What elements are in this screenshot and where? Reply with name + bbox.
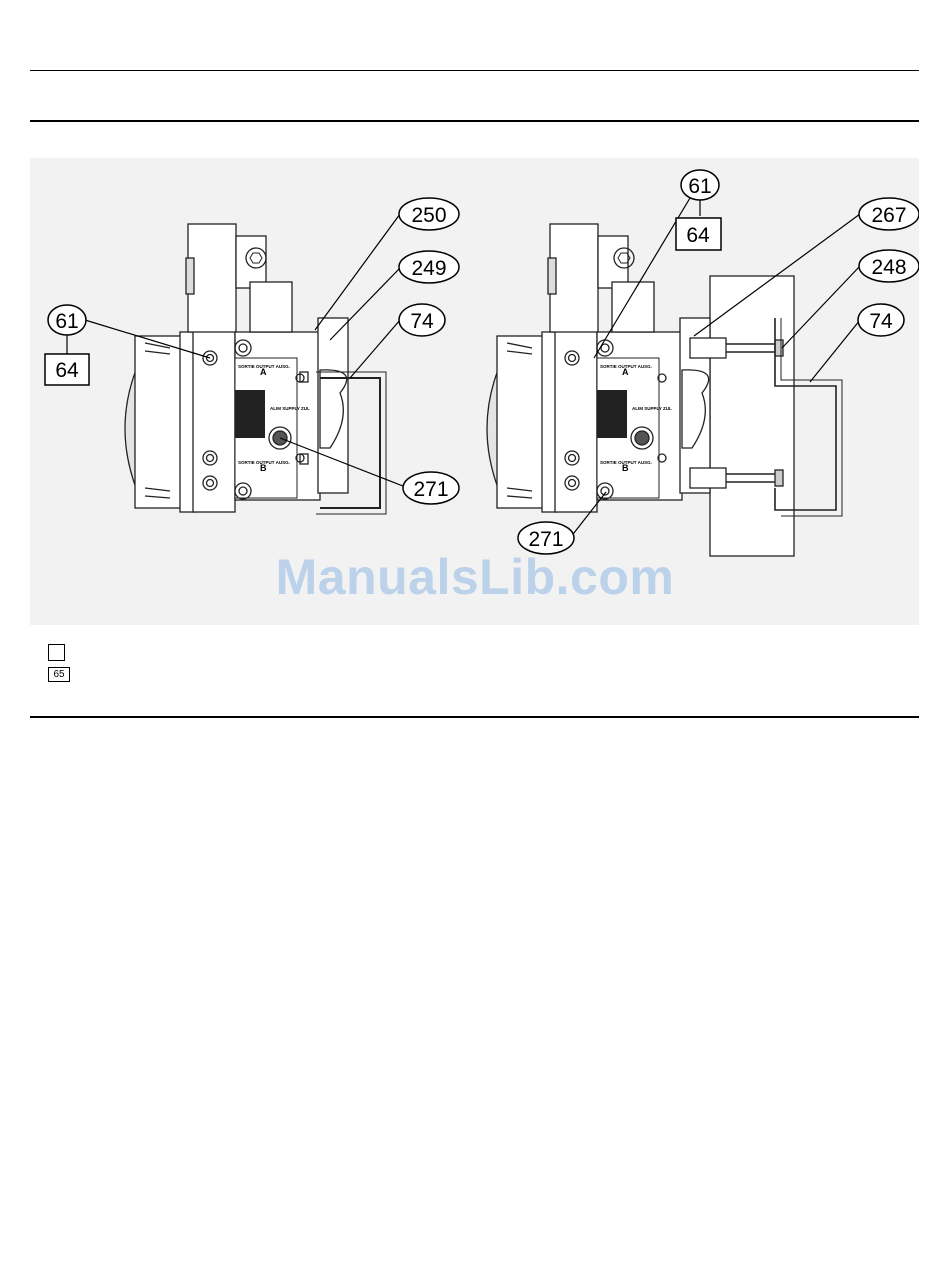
legend-empty-box: [48, 644, 65, 661]
svg-text:74: 74: [410, 310, 434, 333]
watermark: ManualsLib.com: [0, 548, 950, 606]
left-supply-label: ALIM SUPPLY ZUL: [270, 406, 310, 411]
legend-box-65: 65: [48, 667, 70, 682]
svg-text:74: 74: [869, 310, 893, 333]
svg-text:249: 249: [411, 257, 446, 280]
right-supply-label: ALIM SUPPLY ZUL: [632, 406, 672, 411]
right-output-b-letter: B: [622, 463, 629, 473]
svg-text:250: 250: [411, 204, 446, 227]
left-callout-box-64: 64: [45, 354, 89, 385]
right-callout-61: 61: [681, 170, 719, 200]
svg-text:64: 64: [55, 359, 79, 382]
left-callout-249: 249: [399, 251, 459, 283]
top-rule: [30, 70, 919, 71]
svg-text:267: 267: [871, 204, 906, 227]
right-output-a-letter: A: [622, 367, 629, 377]
svg-text:61: 61: [55, 310, 78, 333]
right-callout-267: 267: [859, 198, 919, 230]
left-callout-250: 250: [399, 198, 459, 230]
right-callout-248: 248: [859, 250, 919, 282]
bottom-rule: [30, 716, 919, 718]
right-callout-box-64: 64: [676, 218, 721, 250]
svg-text:64: 64: [686, 224, 710, 247]
left-callout-271: 271: [403, 472, 459, 504]
svg-text:61: 61: [688, 175, 711, 198]
header-rule: [30, 120, 919, 122]
left-callout-61: 61: [48, 305, 86, 335]
left-output-a-letter: A: [260, 367, 267, 377]
left-output-b-letter: B: [260, 463, 267, 473]
svg-text:271: 271: [413, 478, 448, 501]
left-callout-74: 74: [399, 304, 445, 336]
svg-text:248: 248: [871, 256, 906, 279]
right-callout-74: 74: [858, 304, 904, 336]
